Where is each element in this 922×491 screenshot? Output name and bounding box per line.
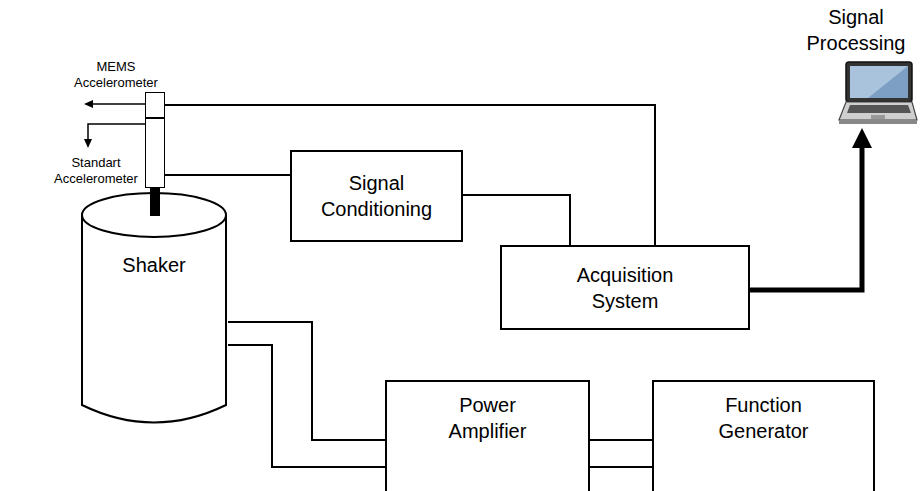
leader-line	[88, 124, 145, 140]
reference-sensor: Standart Accelerometer	[145, 118, 165, 188]
connector	[590, 440, 652, 467]
leader-arrowhead	[84, 139, 92, 148]
node-label: Signal Processing	[798, 4, 914, 56]
wire	[228, 345, 385, 467]
wire	[750, 138, 862, 290]
node-label: Signal Conditioning	[292, 170, 461, 222]
node-label: Shaker	[80, 252, 228, 278]
connector	[165, 105, 655, 245]
node-label: Acquisition System	[560, 262, 690, 314]
cylinder-outline	[80, 190, 228, 430]
mems-sensor: MEMS Accelerometer	[145, 92, 165, 118]
node-label: Function Generator	[701, 392, 826, 444]
connector	[750, 138, 862, 290]
leader-line	[92, 103, 145, 105]
connector	[165, 175, 290, 176]
process-box: Signal Conditioning	[290, 150, 463, 242]
laptop-node: Signal Processing	[798, 4, 918, 126]
wire	[228, 322, 385, 440]
shaker-cylinder: Shaker	[80, 190, 228, 430]
leader-arrowhead	[84, 100, 93, 108]
node-label: MEMS Accelerometer	[71, 59, 161, 91]
wire	[590, 466, 652, 468]
node-label: Standart Accelerometer	[46, 155, 146, 187]
wire	[590, 439, 652, 441]
process-box: Power Amplifier	[385, 380, 590, 491]
process-box: Acquisition System	[500, 245, 750, 330]
wire	[165, 174, 290, 176]
connector	[228, 322, 385, 467]
connector	[463, 195, 570, 245]
wire	[463, 195, 570, 245]
shaker-stem	[150, 186, 160, 216]
node-label: Power Amplifier	[428, 392, 548, 444]
wire	[165, 105, 655, 245]
process-box: Function Generator	[652, 380, 875, 491]
laptop-illustration	[838, 60, 918, 126]
